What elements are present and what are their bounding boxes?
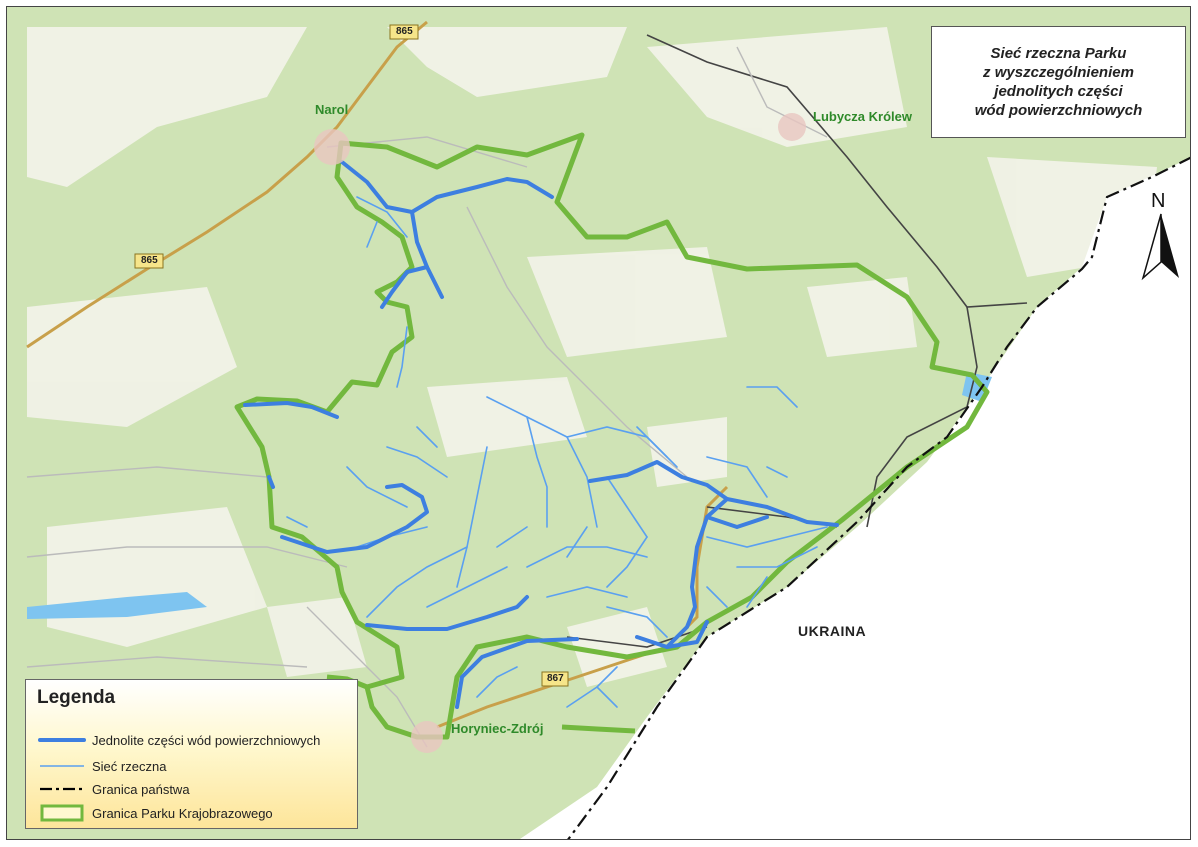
map-title-line-4: wód powierzchniowych <box>974 102 1143 119</box>
place-label-horyniec: Horyniec-Zdrój <box>451 721 544 736</box>
legend-label: Jednolite części wód powierzchniowych <box>92 732 321 748</box>
railway <box>566 34 1028 648</box>
map-title: Sieć rzeczna Parku z wyszczególnieniem j… <box>975 44 1143 120</box>
road-badge-865-top <box>389 24 419 40</box>
legend-item-water-bodies: Jednolite części wód powierzchniowych <box>38 730 320 750</box>
legend-item-park-boundary: Granica Parku Krajobrazowego <box>38 803 273 823</box>
road-number-865-top: 865 <box>396 26 413 37</box>
country-label-ukraina: UKRAINA <box>798 623 867 639</box>
surface-water-bodies <box>243 160 839 709</box>
green-outlined-box-icon <box>40 804 84 822</box>
thick-blue-line-icon <box>38 738 86 742</box>
map-title-line-2: z wyszczególnieniem <box>983 64 1134 81</box>
legend-title: Legenda <box>37 687 116 708</box>
road-number-867: 867 <box>547 673 564 684</box>
ukraine-area <box>519 157 1190 839</box>
open-fields <box>27 27 1157 687</box>
map-frame: 865 865 867 Narol Lubycza Królew Horynie… <box>6 6 1191 840</box>
legend-label: Granica Parku Krajobrazowego <box>92 805 273 821</box>
towns <box>314 113 806 753</box>
map-title-line-3: jednolitych części <box>994 83 1123 100</box>
place-label-lubycza: Lubycza Królew <box>813 109 912 124</box>
north-arrow: N <box>1141 190 1181 281</box>
place-label-narol: Narol <box>315 102 349 117</box>
north-arrow-icon <box>1141 213 1179 281</box>
legend-label: Sieć rzeczna <box>92 758 167 774</box>
road-number-865-left: 865 <box>141 255 158 266</box>
map-canvas <box>7 7 1190 839</box>
thin-blue-line-icon <box>40 765 84 767</box>
map-title-box: Sieć rzeczna Parku z wyszczególnieniem j… <box>931 26 1186 138</box>
park-boundary-segment <box>561 724 636 734</box>
legend-item-state-border: Granica państwa <box>38 779 190 799</box>
legend-label: Granica państwa <box>92 781 190 797</box>
road-badge-865-left <box>134 253 164 269</box>
river-network <box>286 196 828 708</box>
water-body <box>27 592 207 619</box>
map-title-line-1: Sieć rzeczna Parku <box>990 45 1127 62</box>
legend-item-river-network: Sieć rzeczna <box>38 756 166 776</box>
legend: Legenda Jednolite części wód powierzchni… <box>25 679 358 829</box>
state-border <box>567 156 1190 839</box>
dash-dot-line-icon <box>40 787 84 791</box>
north-letter: N <box>1151 190 1166 212</box>
road-badge-867 <box>541 671 569 687</box>
